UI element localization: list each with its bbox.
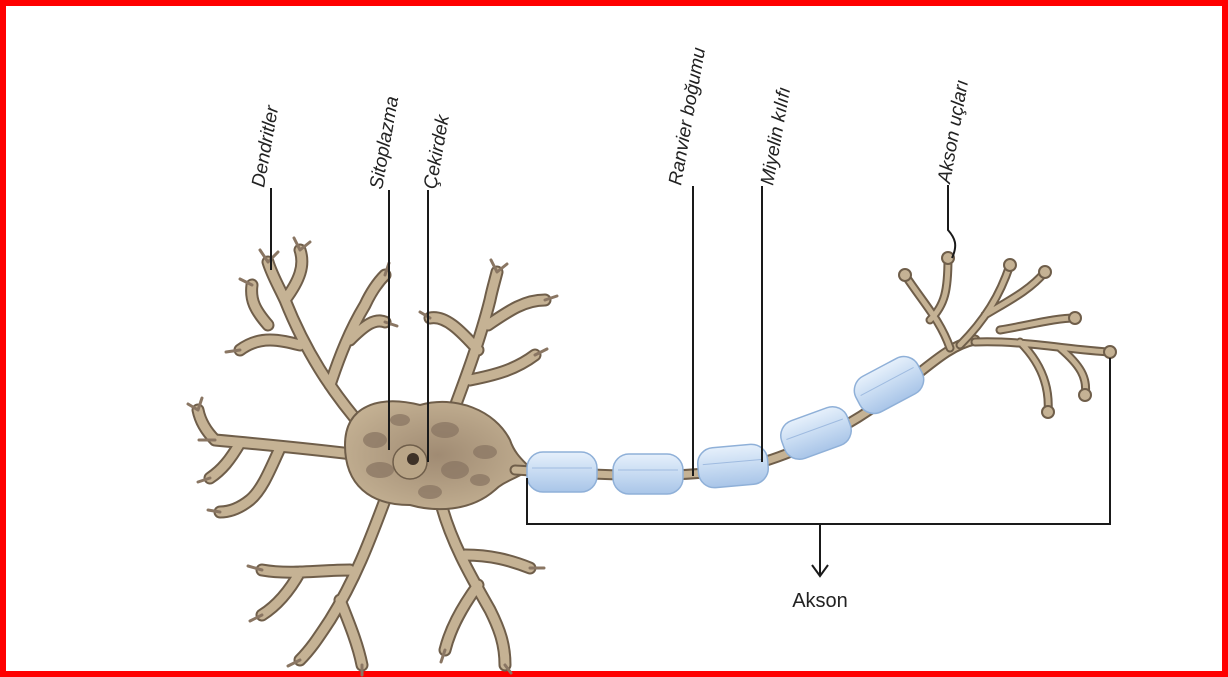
axon-terminals (899, 252, 1116, 418)
axon-terminals-label: Akson uçları (934, 78, 973, 186)
myelin-sheath (527, 351, 929, 494)
myelin-segment (527, 452, 597, 492)
axon-label: Akson (792, 590, 848, 612)
dendrites-label: Dendritler (248, 103, 283, 188)
myelin-segment (613, 454, 683, 494)
nucleus (393, 445, 427, 479)
cell-body (345, 401, 530, 509)
myelin-segment (849, 351, 930, 419)
axon-terminals-leader-line (948, 185, 955, 258)
myelin-sheath-label: Miyelin kılıfı (757, 85, 795, 186)
ranvier-node-label: Ranvier boğumu (665, 46, 710, 187)
myelin-segment (696, 443, 769, 489)
nucleus-label: Çekirdek (420, 112, 454, 191)
cytoplasm-label: Sitoplazma (366, 95, 403, 191)
myelin-segment (776, 402, 855, 464)
